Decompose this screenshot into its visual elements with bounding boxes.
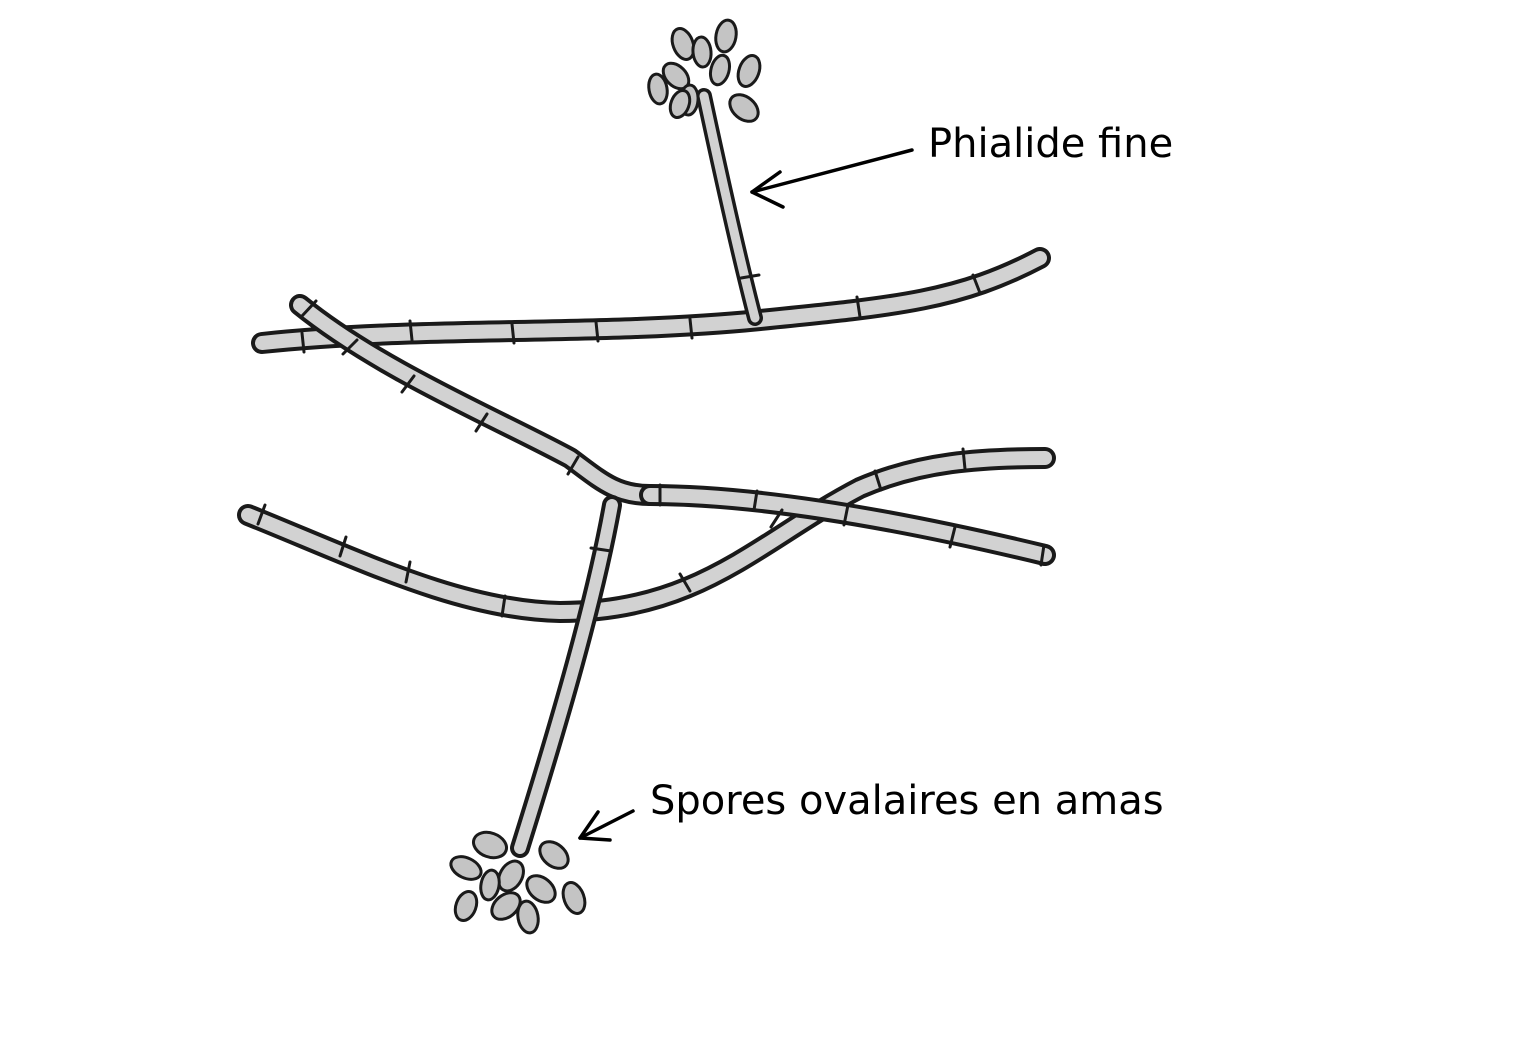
hypha-middle-right	[639, 484, 1056, 566]
hypha-top	[251, 247, 1051, 354]
arrow-left-icon	[578, 809, 635, 842]
hypha-diagonal	[289, 294, 661, 506]
phialide-upper	[696, 88, 763, 326]
hyphae-group	[237, 88, 1056, 858]
spore-cluster-bottom	[449, 830, 587, 935]
septa	[256, 273, 1046, 618]
spore-cluster-top	[647, 18, 762, 123]
label-spores: Spores ovalaires en amas	[650, 778, 1164, 824]
phialide-lower	[510, 495, 622, 858]
label-phialide: Phialide fine	[928, 121, 1173, 167]
arrow-left-icon	[750, 148, 914, 209]
